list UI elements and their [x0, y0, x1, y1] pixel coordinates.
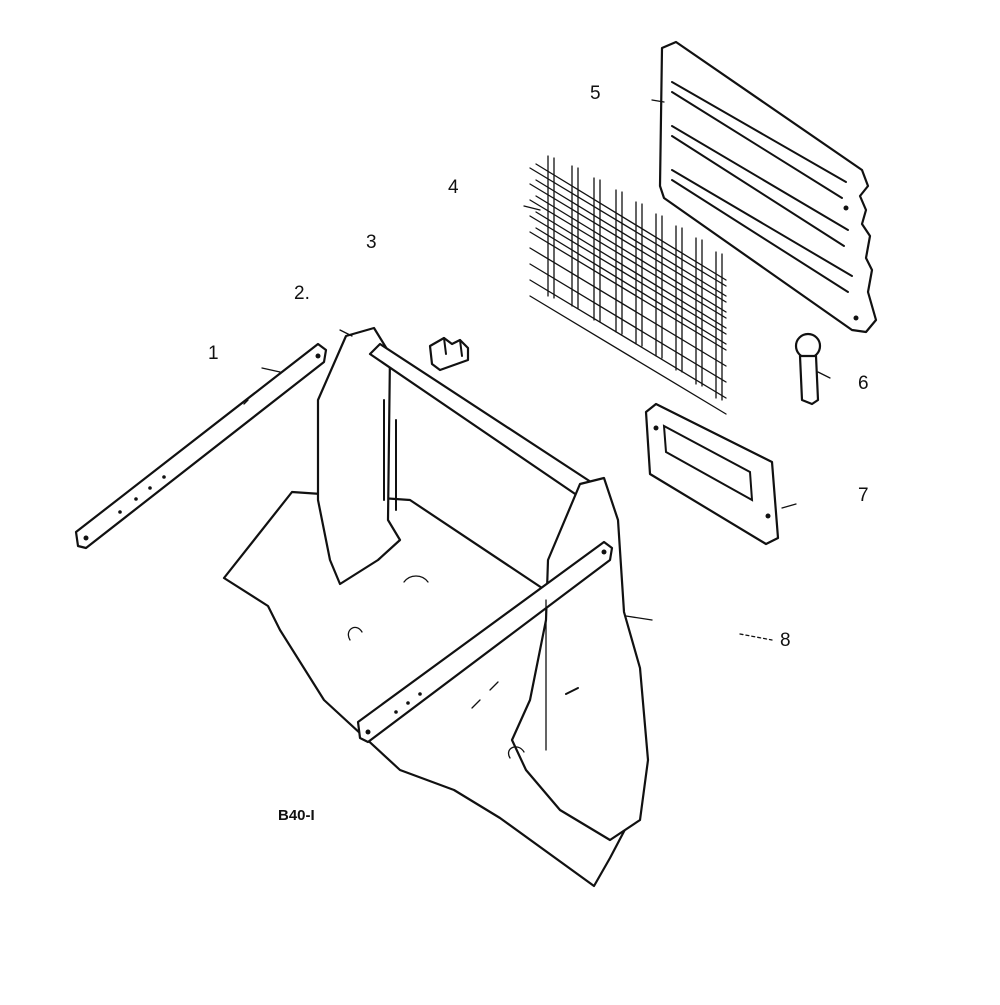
figure-code: B40-I [278, 807, 315, 824]
part-6-pin [794, 332, 822, 406]
callout-1: 1 [208, 343, 219, 364]
callout-8: 8 [780, 630, 791, 651]
part-1-slotted-bar [74, 342, 328, 550]
callout-3: 3 [366, 232, 377, 253]
callout-5: 5 [590, 83, 601, 104]
callout-4: 4 [448, 177, 459, 198]
part-3-bracket [428, 336, 470, 372]
part-4-wire-mesh [529, 155, 727, 415]
leader-lines [261, 99, 831, 641]
callout-6: 6 [858, 373, 869, 394]
part-7-plate [644, 402, 780, 546]
part-5-louvred-panel [658, 40, 878, 334]
callout-7: 7 [858, 485, 869, 506]
callout-2: 2. [294, 283, 310, 304]
part-8-frame [222, 326, 650, 888]
